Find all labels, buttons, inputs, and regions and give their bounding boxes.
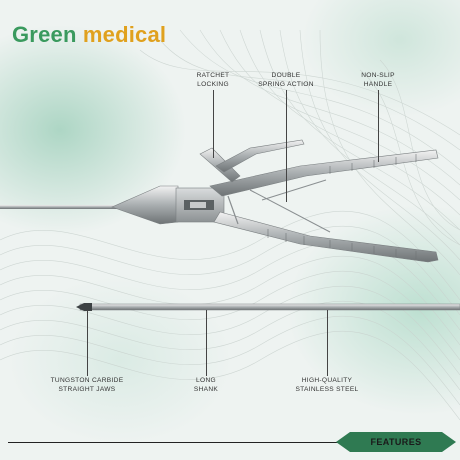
ratchet-locking-label: RATCHET LOCKING [183, 72, 243, 89]
ratchet-leader-line [213, 90, 214, 158]
stainless-steel-label: HIGH-QUALITY STAINLESS STEEL [292, 377, 362, 394]
nonslip-line-2: HANDLE [363, 80, 393, 88]
brand-logo: Green medical [12, 22, 166, 48]
double-spring-label: DOUBLE SPRING ACTION [251, 72, 321, 89]
steel-line-2: STAINLESS STEEL [295, 385, 359, 393]
spring-line-2: SPRING ACTION [258, 80, 314, 88]
ratchet-line-2: LOCKING [197, 80, 229, 88]
steel-line-1: HIGH-QUALITY [301, 377, 353, 384]
brand-word-green: Green [12, 22, 77, 47]
features-badge: FEATURES [336, 432, 456, 452]
footer-divider [8, 442, 340, 443]
non-slip-handle-label: NON-SLIP HANDLE [348, 72, 408, 89]
long-shank-label: LONG SHANK [176, 377, 236, 394]
shank-leader-line [206, 310, 207, 376]
jaws-line-1: TUNGSTON CARBIDE [50, 377, 124, 384]
nonslip-leader-line [378, 90, 379, 162]
jaws-line-2: STRAIGHT JAWS [58, 385, 116, 393]
jaws-leader-line [87, 310, 88, 376]
spring-leader-line [286, 90, 287, 202]
shank-line-2: SHANK [193, 385, 219, 393]
ratchet-line-1: RATCHET [196, 72, 230, 79]
tungsten-jaws-label: TUNGSTON CARBIDE STRAIGHT JAWS [42, 377, 132, 394]
shank-line-1: LONG [196, 377, 216, 384]
badge-arrow-shape [336, 432, 456, 452]
separate-shank-icon [79, 303, 460, 311]
brand-word-medical: medical [82, 22, 167, 47]
spring-line-1: DOUBLE [271, 72, 301, 79]
features-label: FEATURES [370, 437, 422, 447]
steel-leader-line [327, 310, 328, 376]
nonslip-line-1: NON-SLIP [361, 72, 395, 79]
